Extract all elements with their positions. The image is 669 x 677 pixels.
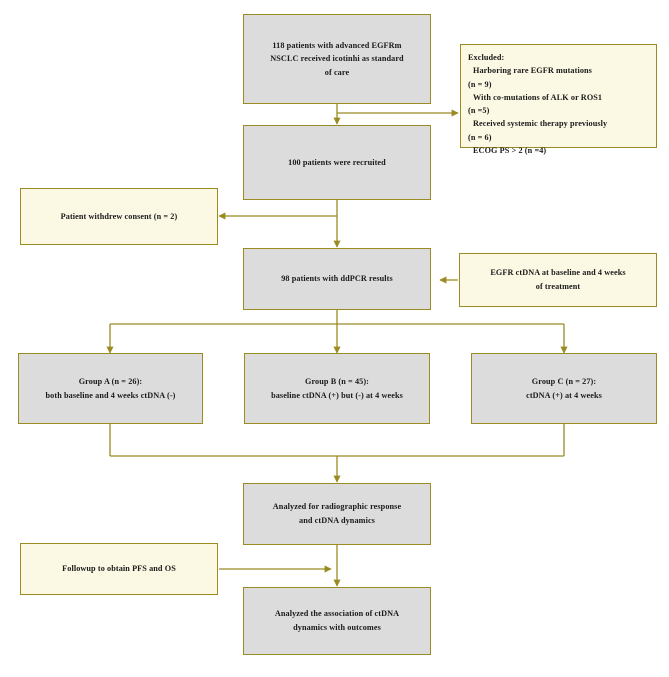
node-followup-line-1: Followup to obtain PFS and OS xyxy=(62,564,176,574)
node-excluded-line-5: (n =5) xyxy=(468,106,490,116)
node-ddpcr-results[interactable]: 98 patients with ddPCR results xyxy=(243,248,431,310)
node-group-b-line-2: baseline ctDNA (+) but (-) at 4 weeks xyxy=(271,390,403,400)
node-excluded-line-6: Received systemic therapy previously xyxy=(473,119,608,129)
node-enrollment[interactable]: 118 patients with advanced EGFRm NSCLC r… xyxy=(243,14,431,104)
node-group-a-line-2: both baseline and 4 weeks ctDNA (-) xyxy=(45,390,176,400)
node-ctdna-timing-note[interactable]: EGFR ctDNA at baseline and 4 weeks of tr… xyxy=(459,253,657,307)
node-group-b[interactable]: Group B (n = 45): baseline ctDNA (+) but… xyxy=(244,353,430,424)
node-analysis-outcomes-line-1: Analyzed the association of ctDNA xyxy=(274,609,400,619)
node-analysis-response-line-1: Analyzed for radiographic response xyxy=(272,502,402,512)
node-group-c-line-1: Group C (n = 27): xyxy=(531,376,597,386)
node-group-c-line-2: ctDNA (+) at 4 weeks xyxy=(526,390,602,400)
node-excluded-line-4: With co-mutations of ALK or ROS1 xyxy=(473,92,603,102)
node-excluded-line-3: (n = 9) xyxy=(468,79,492,89)
node-excluded-line-8: ECOG PS > 2 (n =4) xyxy=(473,145,547,155)
node-enrollment-line-1: 118 patients with advanced EGFRm xyxy=(272,40,402,50)
node-excluded-line-2: Harboring rare EGFR mutations xyxy=(473,66,592,76)
node-ctdna-note-line-1: EGFR ctDNA at baseline and 4 weeks xyxy=(490,268,626,278)
node-excluded-line-1: Excluded: xyxy=(468,53,505,62)
node-analysis-response-line-2: and ctDNA dynamics xyxy=(299,516,375,525)
node-ddpcr-line-1: 98 patients with ddPCR results xyxy=(281,274,393,284)
node-ctdna-note-line-2: of treatment xyxy=(535,282,581,291)
node-group-a-line-1: Group A (n = 26): xyxy=(78,376,143,386)
node-group-b-line-1: Group B (n = 45): xyxy=(305,376,369,386)
node-group-c[interactable]: Group C (n = 27): ctDNA (+) at 4 weeks xyxy=(471,353,657,424)
node-analysis-radiographic-response[interactable]: Analyzed for radiographic response and c… xyxy=(243,483,431,545)
node-followup-pfs-os[interactable]: Followup to obtain PFS and OS xyxy=(20,543,218,595)
node-group-a[interactable]: Group A (n = 26): both baseline and 4 we… xyxy=(18,353,203,424)
node-analysis-outcomes-line-2: dynamics with outcomes xyxy=(293,623,381,632)
node-excluded[interactable]: Excluded: Harboring rare EGFR mutations … xyxy=(460,44,657,155)
node-recruited-line-1: 100 patients were recruited xyxy=(288,157,386,167)
node-excluded-line-7: (n = 6) xyxy=(468,132,492,142)
node-enrollment-line-3: of care xyxy=(324,67,350,77)
node-withdrew-consent[interactable]: Patient withdrew consent (n = 2) xyxy=(20,188,218,245)
node-analysis-outcome-association[interactable]: Analyzed the association of ctDNA dynami… xyxy=(243,587,431,655)
node-withdrew-line-1: Patient withdrew consent (n = 2) xyxy=(60,211,178,221)
node-recruited[interactable]: 100 patients were recruited xyxy=(243,125,431,200)
node-enrollment-line-2: NSCLC received icotinhi as standard xyxy=(270,54,404,64)
